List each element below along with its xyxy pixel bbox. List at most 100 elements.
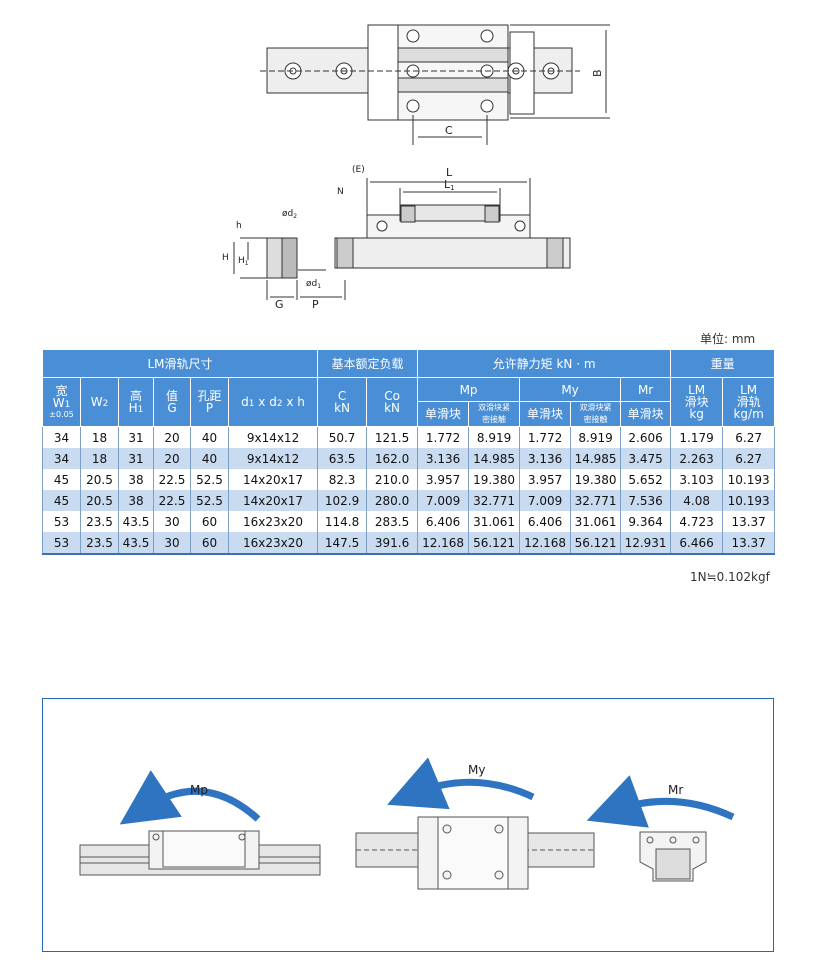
header-my-single: 单滑块 bbox=[519, 401, 572, 427]
table-cell: 6.406 bbox=[417, 511, 470, 532]
header-mp-double: 双滑块紧密接触 bbox=[468, 401, 521, 427]
table-cell: 114.8 bbox=[317, 511, 368, 532]
table-cell: 14x20x17 bbox=[227, 490, 319, 511]
table-cell: 32.771 bbox=[468, 490, 521, 511]
table-cell: 6.406 bbox=[519, 511, 572, 532]
table-cell: 13.37 bbox=[722, 511, 776, 532]
table-cell: 43.5 bbox=[118, 511, 154, 532]
table-cell: 32.771 bbox=[570, 490, 622, 511]
table-cell: 18 bbox=[80, 426, 119, 448]
table-cell: 18 bbox=[80, 448, 119, 469]
spec-table: LM滑轨尺寸 基本额定负载 允许静力矩 kN · m 重量 宽 W1 ±0.05… bbox=[41, 349, 776, 555]
table-cell: 19.380 bbox=[570, 469, 622, 490]
table-cell: 210.0 bbox=[366, 469, 419, 490]
table-cell: 7.009 bbox=[519, 490, 572, 511]
table-cell: 8.919 bbox=[468, 426, 521, 448]
table-cell: 8.919 bbox=[570, 426, 622, 448]
table-cell: 40 bbox=[190, 448, 229, 469]
table-cell: 23.5 bbox=[80, 532, 119, 555]
label-n: N bbox=[337, 187, 344, 197]
table-cell: 10.193 bbox=[722, 490, 776, 511]
unit-label: 单位: mm bbox=[700, 332, 756, 346]
header-mr-single: 单滑块 bbox=[620, 401, 672, 427]
table-cell: 31 bbox=[118, 426, 154, 448]
group-weight: 重量 bbox=[670, 349, 776, 378]
mp-illustration: Mp bbox=[79, 770, 321, 876]
table-cell: 52.5 bbox=[190, 469, 229, 490]
table-cell: 56.121 bbox=[468, 532, 521, 555]
label-d1: ød1 bbox=[306, 279, 321, 290]
table-cell: 16x23x20 bbox=[227, 532, 319, 555]
table-cell: 2.263 bbox=[670, 448, 724, 469]
table-cell: 22.5 bbox=[153, 469, 191, 490]
label-l: L bbox=[446, 166, 453, 179]
table-cell: 30 bbox=[153, 532, 191, 555]
label-l1: L1 bbox=[444, 178, 455, 192]
table-cell: 3.957 bbox=[519, 469, 572, 490]
table-cell: 283.5 bbox=[366, 511, 419, 532]
label-h: h bbox=[236, 221, 242, 231]
table-cell: 31.061 bbox=[570, 511, 622, 532]
table-cell: 3.475 bbox=[620, 448, 672, 469]
table-cell: 53 bbox=[42, 511, 81, 532]
table-cell: 45 bbox=[42, 490, 81, 511]
label-e: (E) bbox=[352, 165, 365, 175]
table-cell: 50.7 bbox=[317, 426, 368, 448]
table-cell: 20.5 bbox=[80, 469, 119, 490]
table-cell: 4.723 bbox=[670, 511, 724, 532]
table-cell: 38 bbox=[118, 469, 154, 490]
table-cell: 147.5 bbox=[317, 532, 368, 555]
table-cell: 7.009 bbox=[417, 490, 470, 511]
header-dxd: d1 x d2 x h bbox=[227, 377, 319, 427]
table-cell: 14.985 bbox=[468, 448, 521, 469]
header-w1: 宽 W1 ±0.05 bbox=[42, 377, 81, 427]
my-illustration: My bbox=[355, 757, 595, 890]
moment-direction-panel: Mp My Mr bbox=[42, 698, 774, 952]
table-cell: 102.9 bbox=[317, 490, 368, 511]
table-cell: 162.0 bbox=[366, 448, 419, 469]
table-cell: 6.466 bbox=[670, 532, 724, 555]
table-cell: 16x23x20 bbox=[227, 511, 319, 532]
label-d2: ød2 bbox=[282, 209, 297, 220]
header-my-double: 双滑块紧密接触 bbox=[570, 401, 622, 427]
table-cell: 6.27 bbox=[722, 448, 776, 469]
table-cell: 19.380 bbox=[468, 469, 521, 490]
table-cell: 31.061 bbox=[468, 511, 521, 532]
mr-label: Mr bbox=[668, 783, 683, 797]
table-cell: 20 bbox=[153, 448, 191, 469]
table-cell: 2.606 bbox=[620, 426, 672, 448]
header-w2: W2 bbox=[80, 377, 119, 427]
table-cell: 40 bbox=[190, 426, 229, 448]
label-h1: H1 bbox=[238, 256, 249, 267]
top-view-drawing: B C bbox=[260, 24, 610, 145]
table-cell: 45 bbox=[42, 469, 81, 490]
group-lm-rail: LM滑轨尺寸 bbox=[41, 349, 319, 378]
header-mp-single: 单滑块 bbox=[417, 401, 470, 427]
table-cell: 43.5 bbox=[118, 532, 154, 555]
table-cell: 6.27 bbox=[722, 426, 776, 448]
table-cell: 60 bbox=[190, 511, 229, 532]
side-view-drawing: L L1 (E) N h H H1 ød2 ød1 G P bbox=[222, 165, 571, 311]
table-cell: 34 bbox=[42, 426, 81, 448]
table-cell: 3.136 bbox=[519, 448, 572, 469]
table-cell: 121.5 bbox=[366, 426, 419, 448]
table-cell: 1.772 bbox=[519, 426, 572, 448]
table-cell: 34 bbox=[42, 448, 81, 469]
table-cell: 20 bbox=[153, 426, 191, 448]
table-cell: 12.168 bbox=[519, 532, 572, 555]
mr-illustration: Mr bbox=[586, 775, 735, 882]
mp-arrow-icon bbox=[119, 770, 261, 825]
table-cell: 3.957 bbox=[417, 469, 470, 490]
label-b: B bbox=[591, 69, 604, 77]
table-cell: 56.121 bbox=[570, 532, 622, 555]
